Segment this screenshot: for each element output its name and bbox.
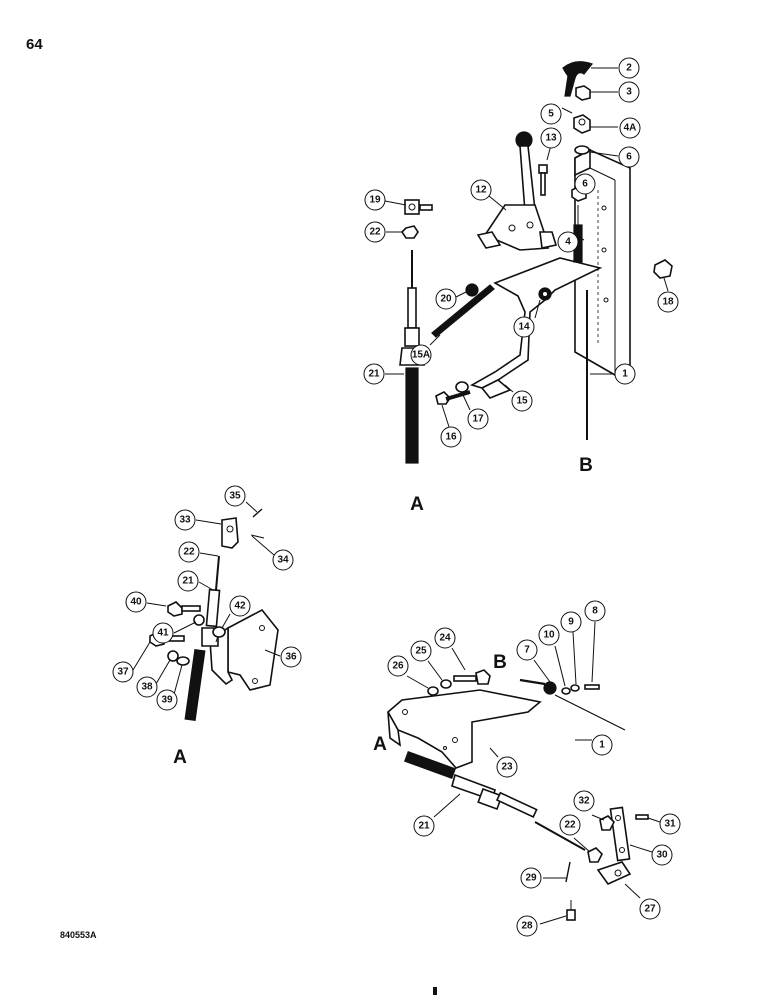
bottom-bracket: [386, 689, 542, 769]
callout-top-19: 19: [364, 189, 386, 211]
callout-bottom-30: 30: [651, 844, 673, 866]
callout-left-36: 36: [280, 646, 302, 668]
callout-bottom-29: 29: [520, 867, 542, 889]
callout-bottom-1: 1: [591, 734, 613, 756]
angled-bracket: [209, 608, 279, 691]
bottom-clevis: [565, 847, 632, 921]
callout-top-15a: 15A: [410, 344, 432, 366]
callout-bottom-27: 27: [639, 898, 661, 920]
knob: [562, 61, 593, 97]
control-lever: [476, 131, 558, 251]
callout-top-6b: 6: [574, 173, 596, 195]
ref-mark-b-bottom: B: [493, 652, 507, 673]
callout-top-18: 18: [657, 291, 679, 313]
callout-top-5: 5: [540, 103, 562, 125]
callout-bottom-8: 8: [584, 600, 606, 622]
callout-left-33: 33: [174, 509, 196, 531]
ref-mark-a-left: A: [173, 747, 187, 768]
callout-bottom-25: 25: [410, 640, 432, 662]
support-plate: [469, 257, 603, 399]
left-cable: [184, 555, 221, 722]
callout-bottom-32: 32: [573, 790, 595, 812]
callout-top-12: 12: [470, 179, 492, 201]
callout-left-34: 34: [272, 549, 294, 571]
callout-bottom-23: 23: [496, 756, 518, 778]
ref-mark-a-top: A: [410, 494, 424, 515]
callout-bottom-22: 22: [559, 814, 581, 836]
callout-bottom-9: 9: [560, 611, 582, 633]
callout-top-16: 16: [440, 426, 462, 448]
callout-top-6a: 6: [618, 146, 640, 168]
callout-top-22: 22: [364, 221, 386, 243]
callout-top-15: 15: [511, 390, 533, 412]
bottom-cable: [404, 750, 586, 851]
mounting-bracket: [574, 148, 631, 376]
page-number: 64: [26, 36, 43, 53]
rod: [431, 284, 495, 338]
callout-left-41: 41: [152, 622, 174, 644]
clevis: [221, 508, 265, 549]
callout-top-21: 21: [363, 363, 385, 385]
callout-left-22: 22: [178, 541, 200, 563]
document-code: 840553A: [60, 930, 97, 940]
link-plate: [599, 806, 649, 862]
callout-left-40: 40: [125, 591, 147, 613]
callout-top-1: 1: [614, 363, 636, 385]
callout-top-2: 2: [618, 57, 640, 79]
callout-bottom-26: 26: [387, 655, 409, 677]
callout-left-21: 21: [177, 570, 199, 592]
bottom-assembly: [386, 621, 661, 925]
callout-bottom-24: 24: [434, 627, 456, 649]
callout-top-17: 17: [467, 408, 489, 430]
ref-mark-b-top: B: [579, 455, 593, 476]
callout-top-4a: 4A: [619, 117, 641, 139]
bottom-leaders: [406, 621, 661, 925]
callout-bottom-31: 31: [659, 813, 681, 835]
callout-left-42: 42: [229, 595, 251, 617]
bolt: [538, 164, 548, 196]
callout-bottom-28: 28: [516, 915, 538, 937]
callout-left-37: 37: [112, 661, 134, 683]
callout-left-39: 39: [156, 689, 178, 711]
callout-bottom-10: 10: [538, 624, 560, 646]
cable-clevis: [400, 199, 433, 239]
callout-top-3: 3: [618, 81, 640, 103]
callout-top-13: 13: [540, 127, 562, 149]
ref-mark-a-bottom: A: [373, 734, 387, 755]
callout-left-35: 35: [224, 485, 246, 507]
top-leaders: [384, 67, 669, 431]
callout-top-14: 14: [513, 316, 535, 338]
callout-bottom-21: 21: [413, 815, 435, 837]
callout-top-4: 4: [557, 231, 579, 253]
callout-left-38: 38: [136, 676, 158, 698]
callout-top-20: 20: [435, 288, 457, 310]
callout-bottom-7: 7: [516, 639, 538, 661]
